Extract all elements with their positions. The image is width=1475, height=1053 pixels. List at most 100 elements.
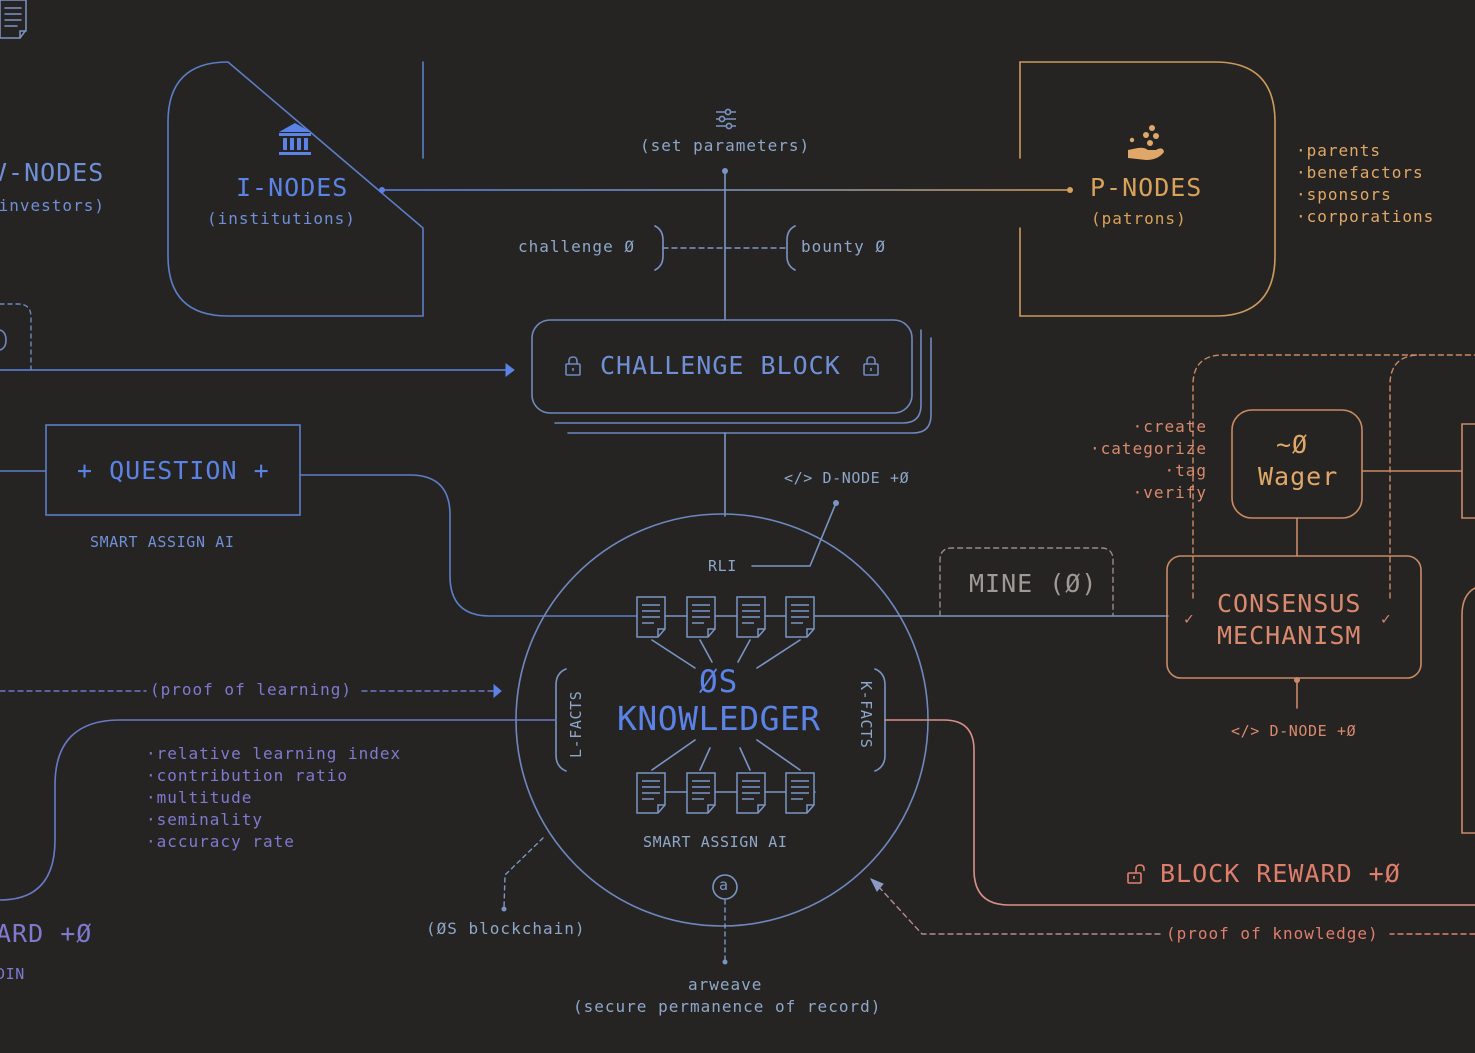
task-item: ·verify: [1132, 483, 1207, 502]
task-item: ·create: [1132, 417, 1207, 436]
patron-item: ·benefactors: [1296, 163, 1424, 182]
mine-box: [939, 547, 1114, 617]
metric-item: ·seminality: [146, 810, 263, 829]
challenge-block-stack-2: [554, 329, 922, 424]
k-facts-label: K-FACTS: [857, 681, 875, 749]
arweave-line1: arweave: [688, 975, 763, 994]
challenge-block-label: CHALLENGE BLOCK: [600, 351, 841, 380]
arweave-badge: a: [719, 876, 729, 894]
check-icon-left: ✓: [1184, 609, 1195, 628]
tasks-list: ·create ·categorize ·tag ·verify: [1085, 416, 1207, 504]
task-item: ·categorize: [1090, 439, 1207, 458]
i-nodes-title: I-NODES: [236, 173, 349, 202]
left-edge-arc: [0, 329, 7, 351]
pok-dash-b: [877, 885, 1161, 935]
metric-item: ·contribution ratio: [146, 766, 349, 785]
l-facts-label: L-FACTS: [567, 690, 585, 758]
proof-of-knowledge-label: (proof of knowledge): [1166, 924, 1379, 943]
lock-icon-right: [863, 356, 879, 376]
p-nodes-subtitle: (patrons): [1091, 209, 1187, 228]
document-icon: [686, 772, 716, 814]
pol-arrow: [493, 683, 502, 699]
consensus-dash-outer: [1192, 354, 1475, 599]
document-icon: [686, 596, 716, 638]
i-nodes-box: [167, 61, 424, 317]
patron-item: ·corporations: [1296, 207, 1435, 226]
document-icon: [736, 596, 766, 638]
learning-metrics: ·relative learning index ·contribution r…: [146, 743, 401, 853]
params-dot: [722, 168, 728, 174]
v-arrow-head: [505, 363, 515, 377]
donation-hand-icon: [1128, 125, 1164, 160]
p-nodes-title: P-NODES: [1090, 173, 1203, 202]
right-edge-box: [1461, 423, 1475, 519]
p-link-dot: [1067, 187, 1073, 193]
question-box: [45, 424, 301, 516]
wager-line2: Wager: [1258, 462, 1339, 491]
bounty-bracket: [786, 225, 796, 271]
document-icon: [636, 596, 666, 638]
check-icon-right: ✓: [1381, 609, 1392, 628]
os-blockchain-label: (ØS blockchain): [426, 919, 586, 938]
v-nodes-subtitle: (investors): [0, 196, 105, 215]
mine-label: MINE (Ø): [969, 569, 1098, 598]
left-reward-label: ARD +Ø: [0, 919, 93, 948]
p-nodes-box: [1019, 61, 1276, 317]
i-nodes-subtitle: (institutions): [207, 209, 356, 228]
arweave-badge-circle: [712, 874, 738, 900]
l-facts-link: [0, 719, 557, 901]
rli-label: RLI: [708, 557, 737, 575]
unlock-icon: [1127, 864, 1145, 884]
metric-item: ·multitude: [146, 788, 253, 807]
metric-item: ·relative learning index: [146, 744, 402, 763]
metric-item: ·accuracy rate: [146, 832, 295, 851]
challenge-block-box: [531, 319, 913, 414]
challenge-label: challenge Ø: [518, 237, 635, 256]
document-icon: [785, 772, 815, 814]
wager-line1: ~Ø: [1276, 430, 1309, 459]
arweave-line2: (secure permanence of record): [573, 997, 882, 1016]
consensus-dot: [1294, 677, 1300, 683]
i-link-dot: [379, 187, 385, 193]
set-parameters-label: (set parameters): [640, 136, 811, 155]
knowledger-line1: ØS: [699, 664, 739, 700]
sliders-icon: [716, 108, 736, 130]
bank-icon: [279, 123, 311, 155]
doc-icons: [0, 0, 27, 39]
document-icon: [736, 772, 766, 814]
v-nodes-title: V-NODES: [0, 158, 105, 187]
question-to-docs: [299, 474, 638, 617]
lock-icon: [565, 356, 581, 376]
d-node-right-label: </> D-NODE +Ø: [1231, 722, 1357, 740]
dnode-dot: [833, 500, 839, 506]
knowledger-caption: SMART ASSIGN AI: [643, 833, 788, 851]
question-label: + QUESTION +: [77, 456, 270, 485]
bounty-label: bounty Ø: [801, 237, 887, 256]
rli-dnode-link: [751, 502, 837, 567]
left-reward-sub: DIN: [0, 965, 25, 983]
right-edge-box-2: [1461, 587, 1475, 834]
question-caption: SMART ASSIGN AI: [90, 533, 235, 551]
k-facts-link: [884, 719, 1475, 906]
spokes: [651, 639, 801, 771]
v-dashed-corner: [0, 303, 32, 371]
block-reward-label: BLOCK REWARD +Ø: [1160, 859, 1401, 888]
document-icon: [785, 596, 815, 638]
document-icon: [636, 772, 666, 814]
blockchain-dot: [501, 906, 507, 912]
task-item: ·tag: [1164, 461, 1207, 480]
d-node-top-label: </> D-NODE +Ø: [784, 469, 910, 487]
blockchain-dash: [503, 837, 544, 909]
patron-item: ·parents: [1296, 141, 1382, 160]
challenge-block-stack-3: [567, 337, 932, 434]
consensus-line1: CONSENSUS: [1217, 589, 1362, 618]
knowledger-line2: KNOWLEDGER: [617, 699, 821, 738]
consensus-box: [1166, 555, 1422, 679]
patrons-list: ·parents ·benefactors ·sponsors ·corpora…: [1296, 140, 1434, 228]
consensus-dash-inner: [1389, 354, 1421, 599]
proof-of-learning-label: (proof of learning): [150, 680, 353, 699]
patron-item: ·sponsors: [1296, 185, 1392, 204]
arweave-dot: [722, 959, 728, 965]
